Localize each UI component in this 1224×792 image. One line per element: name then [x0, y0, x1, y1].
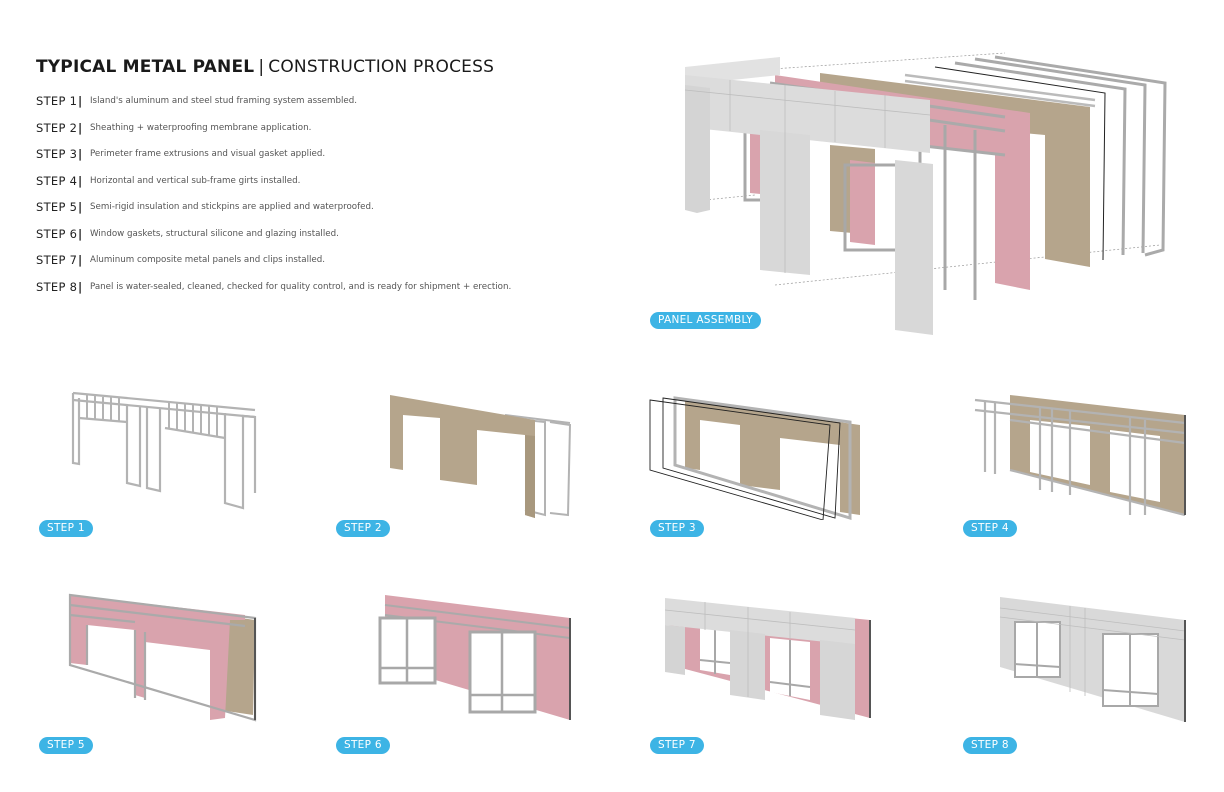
step-8-illustration: [995, 592, 1190, 724]
panel-assembly-badge: PANEL ASSEMBLY: [650, 312, 761, 329]
step-3-badge: STEP 3: [650, 520, 704, 537]
page-title: TYPICAL METAL PANEL|CONSTRUCTION PROCESS: [36, 57, 494, 77]
step-6-badge: STEP 6: [336, 737, 390, 754]
step-number: STEP 1: [36, 94, 78, 109]
step-2-badge: STEP 2: [336, 520, 390, 537]
step-number: STEP 2: [36, 120, 78, 135]
step-separator: |: [78, 253, 83, 268]
step-description: Horizontal and vertical sub-frame girts …: [90, 175, 301, 186]
panel-assembly-illustration: [675, 45, 1180, 335]
step-2-illustration: [385, 390, 580, 520]
step-item: STEP 8| Panel is water-sealed, cleaned, c…: [36, 274, 556, 301]
step-item: STEP 5| Semi-rigid insulation and stickpi…: [36, 194, 556, 221]
step-separator: |: [78, 200, 83, 215]
step-1-illustration: [65, 388, 265, 513]
title-separator: |: [258, 57, 265, 77]
step-4-badge: STEP 4: [963, 520, 1017, 537]
step-5-illustration: [65, 590, 260, 725]
step-number: STEP 5: [36, 200, 78, 215]
step-separator: |: [78, 120, 83, 135]
step-4-illustration: [970, 390, 1190, 520]
step-separator: |: [78, 173, 83, 188]
step-number: STEP 4: [36, 173, 78, 188]
step-separator: |: [78, 147, 83, 162]
step-description: Panel is water-sealed, cleaned, checked …: [90, 281, 512, 292]
step-number: STEP 6: [36, 226, 78, 241]
step-item: STEP 6| Window gaskets, structural silico…: [36, 221, 556, 248]
step-item: STEP 3| Perimeter frame extrusions and vi…: [36, 141, 556, 168]
step-number: STEP 7: [36, 253, 78, 268]
step-8-badge: STEP 8: [963, 737, 1017, 754]
step-item: STEP 4| Horizontal and vertical sub-frame…: [36, 168, 556, 195]
step-6-illustration: [375, 590, 575, 725]
step-description: Island's aluminum and steel stud framing…: [90, 96, 358, 107]
step-item: STEP 1| Island's aluminum and steel stud …: [36, 88, 556, 115]
step-separator: |: [78, 226, 83, 241]
step-list: STEP 1|Island's aluminum and steel stud …: [36, 88, 556, 300]
step-description: Sheathing + waterproofing membrane appli…: [90, 122, 312, 133]
step-number: STEP 8: [36, 279, 78, 294]
step-5-badge: STEP 5: [39, 737, 93, 754]
step-item: STEP 2| Sheathing + waterproofing membran…: [36, 115, 556, 142]
step-separator: |: [78, 94, 83, 109]
step-description: Aluminum composite metal panels and clip…: [90, 255, 326, 266]
step-item: STEP 7| Aluminum composite metal panels a…: [36, 247, 556, 274]
step-7-illustration: [660, 590, 875, 725]
step-number: STEP 3: [36, 147, 78, 162]
step-separator: |: [78, 279, 83, 294]
step-description: Perimeter frame extrusions and visual ga…: [90, 149, 326, 160]
step-3-illustration: [645, 390, 870, 520]
step-description: Window gaskets, structural silicone and …: [90, 228, 339, 239]
title-light: CONSTRUCTION PROCESS: [268, 57, 495, 77]
step-1-badge: STEP 1: [39, 520, 93, 537]
step-7-badge: STEP 7: [650, 737, 704, 754]
step-description: Semi-rigid insulation and stickpins are …: [90, 202, 374, 213]
title-bold: TYPICAL METAL PANEL: [36, 57, 255, 77]
